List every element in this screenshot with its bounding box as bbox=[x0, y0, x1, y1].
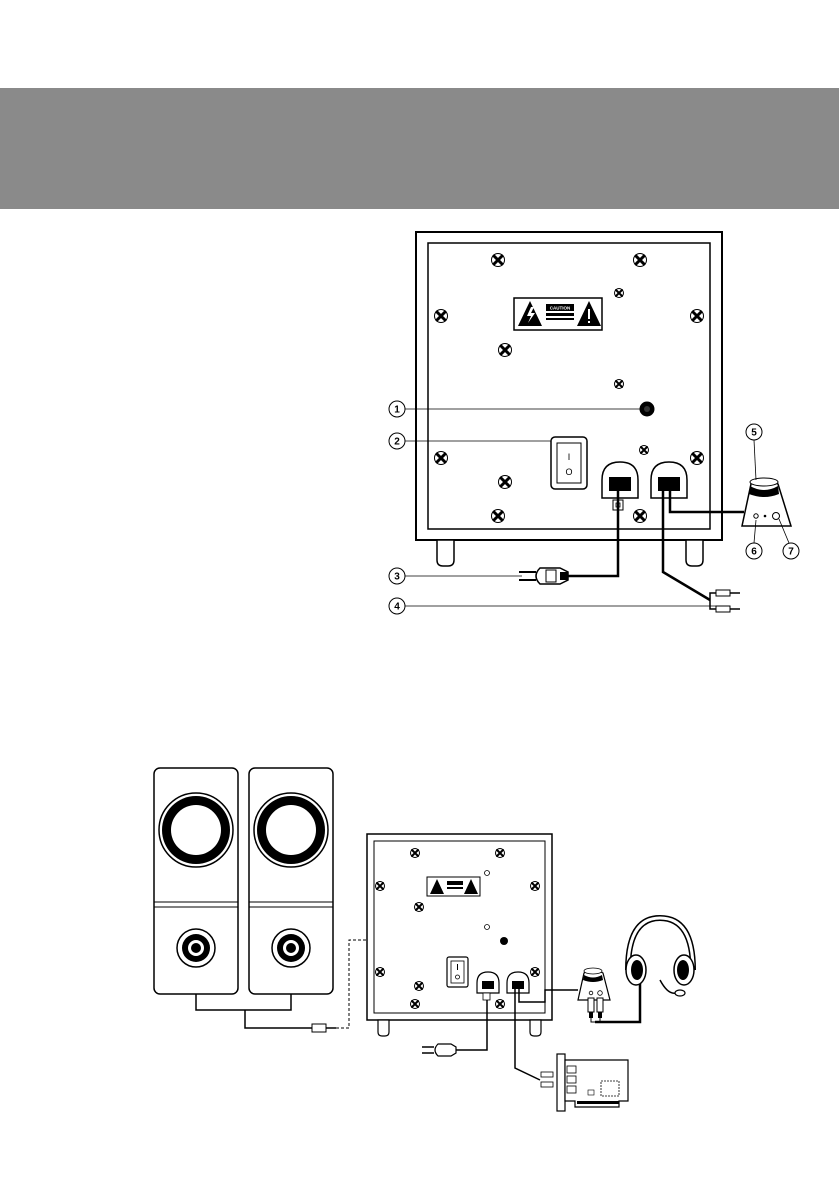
satellite-speaker-left bbox=[154, 768, 238, 994]
headphones-icon bbox=[626, 918, 694, 996]
svg-text:6: 6 bbox=[751, 547, 757, 558]
power-indicator bbox=[773, 513, 780, 520]
subwoofer-rear-panel-small bbox=[367, 834, 552, 1036]
subwoofer-rear-panel bbox=[416, 232, 722, 566]
subwoofer-foot-left bbox=[437, 540, 454, 566]
power-switch: I O bbox=[551, 437, 587, 489]
svg-text:1: 1 bbox=[394, 405, 400, 416]
svg-text:3: 3 bbox=[394, 572, 400, 583]
svg-text:7: 7 bbox=[788, 547, 794, 558]
power-off-symbol: O bbox=[565, 467, 572, 477]
satellite-cable bbox=[245, 1010, 312, 1028]
rca-plug-left bbox=[716, 590, 730, 596]
callout-3: 3 bbox=[389, 568, 522, 584]
subwoofer-foot-right bbox=[686, 540, 703, 566]
callout-4: 4 bbox=[389, 598, 716, 614]
satellite-jack-plug bbox=[312, 1024, 326, 1032]
callout-5: 5 bbox=[746, 424, 762, 480]
warning-title: CAUTION bbox=[550, 306, 571, 311]
satellite-speaker-right bbox=[249, 768, 333, 994]
svg-text:4: 4 bbox=[394, 602, 400, 613]
headphone-jack bbox=[754, 514, 758, 518]
svg-text:2: 2 bbox=[394, 437, 400, 448]
speaker-link-cable bbox=[196, 994, 291, 1010]
power-on-symbol: I bbox=[568, 452, 571, 462]
svg-text:5: 5 bbox=[751, 428, 757, 439]
rca-plug-right bbox=[716, 606, 730, 612]
audio-input-jack bbox=[640, 402, 654, 416]
sound-card bbox=[557, 1054, 628, 1111]
warning-label: CAUTION bbox=[514, 298, 602, 330]
power-cord-grommet bbox=[602, 462, 638, 498]
